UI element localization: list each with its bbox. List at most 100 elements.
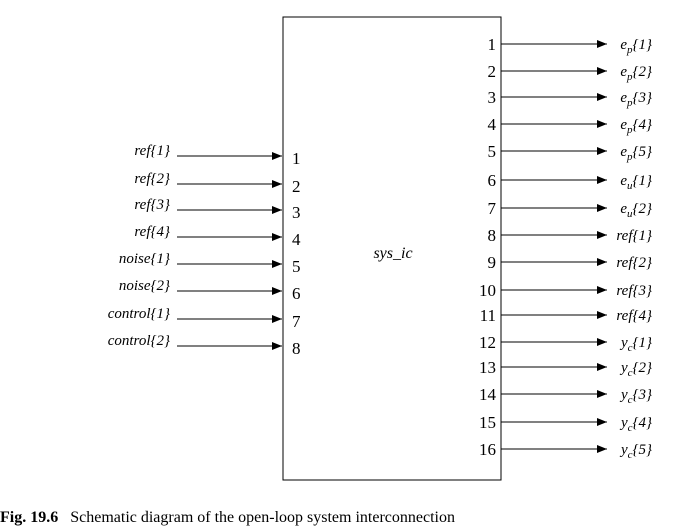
output-signal-label: yc{2} [619,360,652,379]
output-signal-subscript: c [628,367,633,379]
input-pin-number: 8 [292,339,301,358]
output-signal-subscript: c [628,449,633,461]
input-pin-number: 2 [292,177,301,196]
input-signal: ref{2} 2 [134,171,300,196]
output-signal-subscript: p [626,44,633,56]
output-signal-label: ep{5} [620,144,652,163]
output-signal-base: e [620,64,627,80]
output-signal-label: yc{5} [619,442,652,461]
output-signal-base: y [619,360,628,376]
output-signal-label: ep{3} [620,90,652,109]
output-signal-label: ep{4} [620,117,652,136]
output-signal-index: {1} [633,335,653,351]
output-pin-number: 12 [479,333,496,352]
figure-caption-text: Schematic diagram of the open-loop syste… [70,509,455,526]
output-signal-base: e [620,173,627,189]
output-signal-label: yc{3} [619,387,652,406]
output-signal: 16 yc{5} [479,440,652,461]
output-signal: 12 yc{1} [479,333,652,354]
output-signal: 11 ref{4} [480,306,652,325]
output-signal: 10 ref{3} [479,281,652,300]
output-signal: 15 yc{4} [479,413,652,434]
input-signal: control{1} 7 [108,306,301,331]
output-signal: 3 ep{3} [488,88,653,109]
output-signal-index: {1} [633,173,653,189]
block-label: sys_ic [373,245,412,262]
output-signal-index: {2} [633,255,653,271]
output-pin-number: 15 [479,413,496,432]
input-signal-label: control{1} [108,306,170,322]
output-signal-base: ref [616,228,634,244]
output-signal: 2 ep{2} [488,62,653,83]
output-pin-number: 8 [488,226,497,245]
input-pin-number: 1 [292,149,301,168]
input-pin-number: 3 [292,203,301,222]
input-pin-number: 7 [292,312,301,331]
output-pin-number: 7 [488,199,497,218]
output-signal-base: y [619,387,628,403]
input-signal: ref{4}4 [134,224,301,249]
system-block [282,16,502,481]
input-signal: noise{2} 6 [119,278,301,303]
output-signal-index: {2} [633,201,653,217]
output-signal: 13 yc{2} [479,358,652,379]
output-signal-index: {1} [633,37,653,53]
output-pin-number: 3 [488,88,497,107]
output-signal-label: ref{2} [616,255,652,271]
output-signal-base: e [620,117,627,133]
input-signal-label: ref{4} [134,224,170,240]
output-signal-label: eu{2} [620,201,652,220]
output-pin-number: 10 [479,281,496,300]
output-signal-base: e [620,201,627,217]
output-signal-index: {1} [633,228,653,244]
output-signal-subscript: p [626,97,633,109]
output-signal-index: {4} [633,415,653,431]
output-signal-subscript: p [626,151,633,163]
output-pin-number: 2 [488,62,497,81]
output-signal-index: {5} [633,144,653,160]
output-pin-number: 11 [480,306,496,325]
figure-label: Fig. 19.6 [0,509,59,526]
output-signal-subscript: c [628,422,633,434]
output-signal-label: yc{1} [619,335,652,354]
output-signal-index: {3} [633,283,653,299]
output-signal-base: ref [616,255,634,271]
input-pin-number: 5 [292,257,301,276]
input-signal: ref{3}3 [134,197,300,222]
output-signal-index: {4} [633,117,653,133]
input-pin-number: 6 [292,284,301,303]
output-signal-base: y [619,442,628,458]
output-signal-base: ref [616,308,634,324]
output-signal-label: yc{4} [619,415,652,434]
input-signal-label: noise{2} [119,278,170,294]
output-signal-base: e [620,90,627,106]
input-signal-label: ref{1} [134,143,170,159]
output-signal-index: {5} [633,442,653,458]
output-signal-label: ep{1} [620,37,652,56]
input-signal: control{2}8 [108,333,301,358]
output-pin-number: 13 [479,358,496,377]
input-signal-label: noise{1} [119,251,170,267]
output-signal-subscript: c [628,394,633,406]
input-signal-label: ref{2} [134,171,170,187]
figure-caption: Fig. 19.6 Schematic diagram of the open-… [0,509,455,527]
output-signal-subscript: p [626,71,633,83]
output-signal-index: {3} [633,90,653,106]
output-signal-base: y [619,335,628,351]
output-pin-number: 16 [479,440,496,459]
output-signal-label: ep{2} [620,64,652,83]
output-signal-label: ref{1} [616,228,652,244]
output-signal-base: e [620,144,627,160]
output-signal-label: ref{3} [616,283,652,299]
input-signal: ref{1} 1 [134,143,300,168]
output-signal-index: {4} [633,308,653,324]
